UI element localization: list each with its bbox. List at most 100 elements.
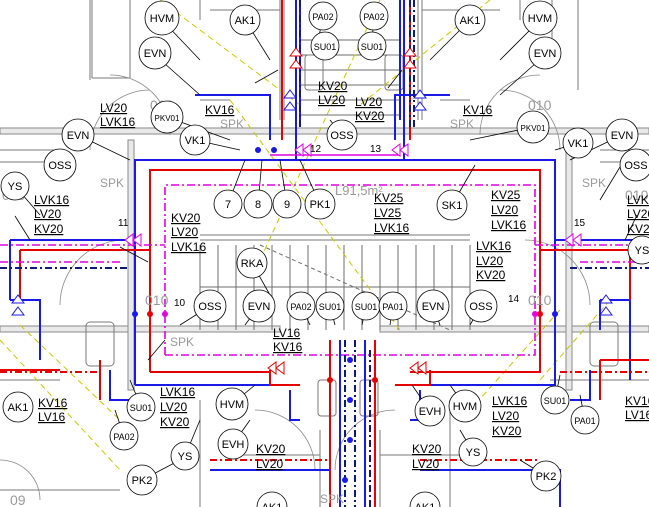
bubble-circle xyxy=(326,119,358,151)
pipe-label-lv20-fr: LV20 xyxy=(627,207,649,221)
pipe-label-kv16-bl: KV16 xyxy=(38,396,68,410)
symbol-bubble-ys-bl: YS xyxy=(170,441,200,471)
pipe-label-lv20-t1: LV20 xyxy=(318,93,345,107)
bubble-circle xyxy=(378,291,408,321)
segment-number-n10: 10 xyxy=(174,298,186,309)
pipe-label-lvk16-c2: LVK16 xyxy=(374,221,409,235)
bubble-circle xyxy=(627,235,649,265)
bubble-circle xyxy=(138,36,172,70)
pipe-label-lvk16-bl: LVK16 xyxy=(160,385,195,399)
room-number: 010 xyxy=(528,292,552,308)
pipe-label-lv20-bc1: LV20 xyxy=(256,457,283,471)
hot-water-pipe xyxy=(149,169,541,373)
pipe-label-kv16-fr: KV16 xyxy=(625,394,649,408)
bubble-circle xyxy=(43,148,77,182)
bubble-label: EVN xyxy=(144,48,167,60)
bubble-circle xyxy=(126,464,158,496)
symbol-bubble-evn-tl: EVN xyxy=(138,36,172,70)
bubble-label: YS xyxy=(635,245,649,257)
bubble-circle xyxy=(217,428,249,460)
pipe-label-lv20-t2: LV20 xyxy=(355,95,382,109)
symbol-bubble-ak1-bl: AK1 xyxy=(2,391,34,423)
pipe-label-lvk16-br: LVK16 xyxy=(492,394,527,408)
bubble-label: SU01 xyxy=(314,42,337,52)
bubble-circle xyxy=(242,289,276,323)
bubble-circle xyxy=(310,31,340,61)
pipe-label-lvk16-l: LVK16 xyxy=(34,193,69,207)
bubble-label: PK2 xyxy=(536,471,557,483)
symbol-bubble-su01-c1: SU01 xyxy=(315,291,345,321)
symbol-bubble-evn-c2: EVN xyxy=(416,289,450,323)
symbol-bubble-hvm-tl: HVM xyxy=(144,0,180,36)
symbol-bubble-pk1: PK1 xyxy=(304,188,336,220)
bubble-label: AK1 xyxy=(415,502,436,507)
pipe-label-lvk16-r2: LVK16 xyxy=(476,239,511,253)
bubble-label: EVN xyxy=(534,48,557,60)
bubble-label: SU01 xyxy=(544,396,567,406)
bubble-label: PA02 xyxy=(290,302,311,312)
bubble-circle xyxy=(605,118,639,152)
bubble-label: PKV01 xyxy=(155,114,180,123)
bubble-label: YS xyxy=(466,447,481,459)
symbol-bubble-su01-c2: SU01 xyxy=(351,291,381,321)
return-pipe xyxy=(0,267,649,507)
symbol-bubble-su01-t2: SU01 xyxy=(357,31,387,61)
spk-label: SPK xyxy=(582,176,606,190)
circulation-pipe xyxy=(164,184,536,356)
pipe-label-kv20-t2: KV20 xyxy=(355,109,385,123)
bubble-label: EVH xyxy=(419,406,442,418)
bubble-label: YS xyxy=(8,181,23,193)
pipe-label-kv20-fr: KV20 xyxy=(627,222,649,236)
pipe-label-lv16-c: LV16 xyxy=(273,326,300,340)
bubble-circle xyxy=(170,441,200,471)
pipe-label-kv20-bl: KV20 xyxy=(160,415,190,429)
symbol-bubble-oss-l: OSS xyxy=(43,148,77,182)
pipe-label-lv16-bl: LV16 xyxy=(38,410,65,424)
symbol-bubble-pa01-c: PA01 xyxy=(378,291,408,321)
spk-label: SPK xyxy=(450,117,474,131)
symbol-bubble-oss-t: OSS xyxy=(326,119,358,151)
pipe-label-kv20-bc1: KV20 xyxy=(256,442,286,456)
bubble-label: SU01 xyxy=(319,302,342,312)
pipe-label-kv20-l: KV20 xyxy=(34,222,64,236)
bubble-circle xyxy=(144,0,180,36)
symbol-bubble-evh-bl: EVH xyxy=(217,428,249,460)
symbol-bubble-ak1-b: AK1 xyxy=(256,491,288,507)
symbol-bubble-pa02-t: PA02 xyxy=(308,1,338,31)
bubble-circle xyxy=(272,189,302,219)
pipe-label-kv16-c: KV16 xyxy=(273,340,303,354)
pipe-label-lv25-c: LV25 xyxy=(374,206,401,220)
symbol-bubble-pa01-br: PA01 xyxy=(570,405,600,435)
bubble-circle xyxy=(256,491,288,507)
bubble-label: HVM xyxy=(528,13,552,25)
bubble-circle xyxy=(448,389,482,423)
symbol-bubble-pa02-c: PA02 xyxy=(286,291,316,321)
pipe-label-lv20-br: LV20 xyxy=(492,409,519,423)
pipe-label-kv16-tr: KV16 xyxy=(463,103,493,117)
bubble-label: AK1 xyxy=(262,502,283,507)
bubble-label: OSS xyxy=(198,301,221,313)
bubble-circle xyxy=(286,291,316,321)
symbol-bubble-oss-c2: OSS xyxy=(464,289,498,323)
bubble-circle xyxy=(304,188,336,220)
segment-number-n14: 14 xyxy=(508,294,520,305)
bubble-label: 7 xyxy=(225,199,231,211)
room-number: 09 xyxy=(10,492,26,507)
bubble-circle xyxy=(416,289,450,323)
bubble-circle xyxy=(530,460,562,492)
pipe-label-lv20-l: LV20 xyxy=(34,207,61,221)
bubble-label: PK1 xyxy=(310,199,331,211)
bubble-label: OSS xyxy=(469,301,492,313)
symbol-bubble-pa02-t2: PA02 xyxy=(359,1,389,31)
bubble-circle xyxy=(414,395,446,427)
symbol-bubble-hvm-bl: HVM xyxy=(215,387,249,421)
symbol-bubble-n8: 8 xyxy=(243,189,273,219)
bubble-label: YS xyxy=(178,451,193,463)
symbol-bubble-n9: 9 xyxy=(272,189,302,219)
bubble-circle xyxy=(236,247,268,279)
bubble-label: PA02 xyxy=(312,12,333,22)
bubble-circle xyxy=(562,127,594,159)
